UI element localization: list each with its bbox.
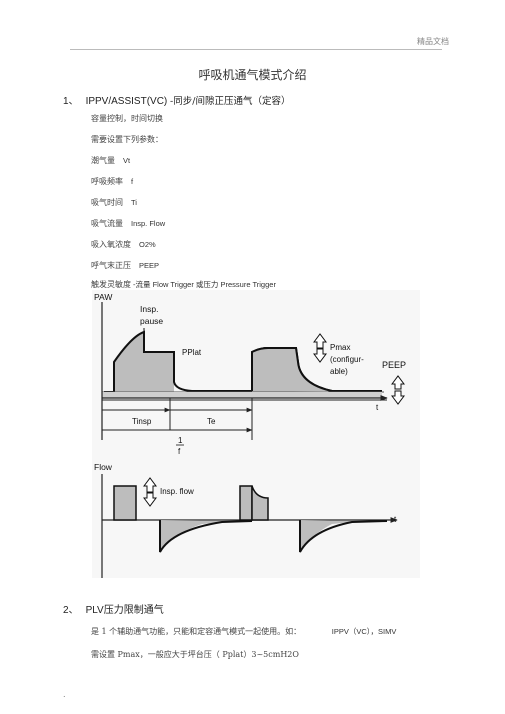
param-line: 吸气时间 Ti xyxy=(91,197,137,208)
param-value: Vt xyxy=(123,156,131,165)
param-line: 触发灵敏度-流量 Flow Trigger 或压力 Pressure Trigg… xyxy=(91,279,276,290)
param-value: O2% xyxy=(139,240,156,249)
param-line: 容量控制，时间切换 xyxy=(91,113,163,124)
param-line: 呼吸频率 f xyxy=(91,176,133,187)
pmax-label-line2: (configur- xyxy=(330,355,364,364)
param-label: 吸气流量 xyxy=(91,219,123,228)
param-label: 吸入氧浓度 xyxy=(91,240,131,249)
peep-label: PEEP xyxy=(382,360,406,370)
param-line: 潮气量 Vt xyxy=(91,155,130,166)
insp-flow-label: Insp. flow xyxy=(160,487,194,496)
pmax-label-line3: able) xyxy=(330,367,348,376)
param-value: -流量 Flow Trigger 或压力 Pressure Trigger xyxy=(133,280,276,289)
param-label: 容量控制，时间切换 xyxy=(91,114,163,123)
pressure-waveform xyxy=(102,315,384,398)
tinsp-label: Tinsp xyxy=(132,417,152,426)
section-heading-rest: -同步/间隙正压通气（定容） xyxy=(170,96,291,107)
te-label: Te xyxy=(207,417,216,426)
param-line: 吸入氧浓度 O2% xyxy=(91,239,156,250)
param-label: 触发灵敏度 xyxy=(91,280,131,289)
insp-pause-label-line1: Insp. xyxy=(140,304,158,314)
param-label: 潮气量 xyxy=(91,156,115,165)
header-label: 精品文档 xyxy=(417,37,449,46)
body-text: 是 1 个辅助通气功能，只能和定容通气模式一起使用。如： xyxy=(91,627,302,636)
param-label: 呼吸频率 xyxy=(91,177,123,186)
param-value: PEEP xyxy=(139,261,160,270)
body-text-tail: IPPV（VC），SIMV xyxy=(331,627,397,636)
section-number: 1、 xyxy=(63,96,79,107)
param-value: Insp. Flow xyxy=(131,219,166,228)
page-title: 呼吸机通气模式介绍 xyxy=(198,68,307,82)
header-divider xyxy=(70,49,442,50)
ventilation-waveform-diagram: PAW Insp. pause PPlat Pmax (configur- ab… xyxy=(92,290,420,578)
section-heading-main: IPPV/ASSIST(VC) xyxy=(85,96,168,107)
paw-label: PAW xyxy=(94,292,112,302)
param-value: f xyxy=(131,177,134,186)
flow-waveform xyxy=(113,485,388,553)
param-line: 呼气末正压 PEEP xyxy=(91,260,159,271)
insp-flow-adjust-arrows-icon xyxy=(143,477,157,507)
body-text: 需设置 Pmax，一般应大于坪台压（ Pplat）3~5cmH2O xyxy=(91,650,299,659)
pressure-t-axis-label: t xyxy=(376,403,379,412)
section-heading: PLV压力限制通气 xyxy=(85,605,164,616)
section-number: 2、 xyxy=(63,605,79,616)
section-2-line-2: 需设置 Pmax，一般应大于坪台压（ Pplat）3~5cmH2O xyxy=(91,649,299,660)
peep-adjust-arrows-icon xyxy=(391,375,405,405)
param-label: 呼气末正压 xyxy=(91,261,131,270)
footer-dot: . xyxy=(63,690,66,699)
frequency-denominator: f xyxy=(178,447,181,456)
section-1-heading: 1、 IPPV/ASSIST(VC) -同步/间隙正压通气（定容） xyxy=(63,92,290,107)
flow-label: Flow xyxy=(94,462,113,472)
param-line: 需要设置下列参数： xyxy=(91,134,163,145)
pplat-label: PPlat xyxy=(182,348,202,357)
param-label: 吸气时间 xyxy=(91,198,123,207)
section-2-heading: 2、 PLV压力限制通气 xyxy=(63,601,164,616)
diagram-background xyxy=(92,290,420,578)
flow-t-axis-label: t xyxy=(394,515,397,524)
pmax-adjust-arrows-icon xyxy=(313,333,327,363)
insp-pause-label-line2: pause xyxy=(140,316,163,326)
param-label: 需要设置下列参数： xyxy=(91,135,163,144)
section-2-line-1: 是 1 个辅助通气功能，只能和定容通气模式一起使用。如： IPPV（VC），SI… xyxy=(91,626,396,637)
frequency-numerator: 1 xyxy=(178,436,183,445)
pmax-label-line1: Pmax xyxy=(330,343,350,352)
param-line: 吸气流量 Insp. Flow xyxy=(91,218,165,229)
param-value: Ti xyxy=(131,198,137,207)
